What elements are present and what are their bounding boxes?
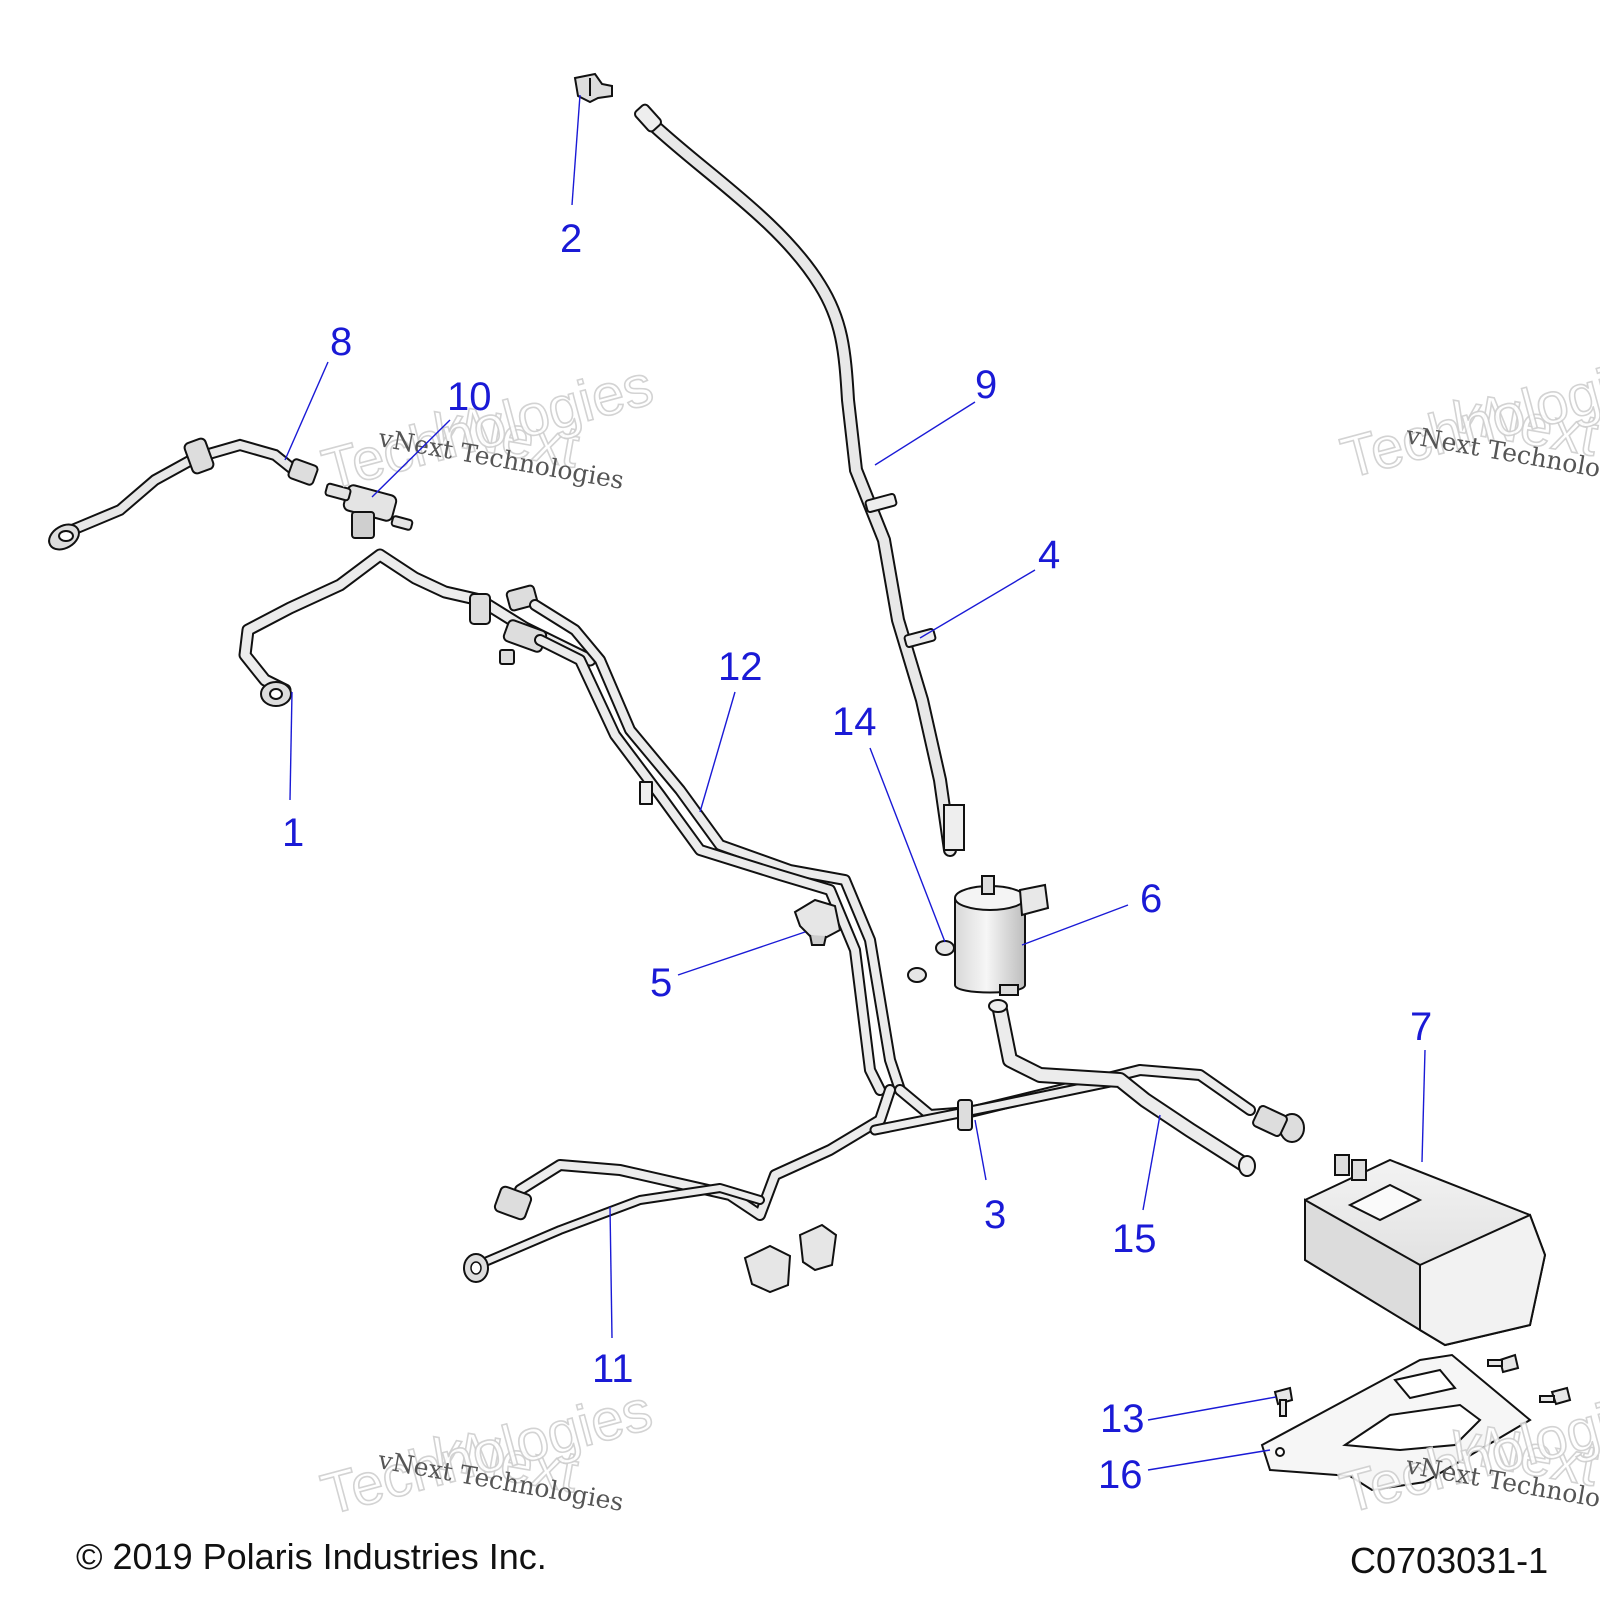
callout-9: 9: [975, 363, 997, 407]
callout-6: 6: [1140, 877, 1162, 921]
part-line-11: [463, 1183, 765, 1283]
callout-numbers: 1 2 3 4 5 6 7 8 9 10 11 12 13 14 15 16: [282, 217, 1432, 1497]
part-line-3: [493, 1064, 1305, 1221]
leader-3: [974, 1119, 987, 1181]
callout-1: 1: [282, 811, 304, 855]
callout-16: 16: [1098, 1453, 1143, 1497]
part-canister-6: [954, 875, 1050, 996]
leader-11: [609, 1206, 613, 1339]
callout-8: 8: [330, 320, 352, 364]
part-bolt-13: [1273, 1353, 1572, 1417]
leader-15: [1142, 1114, 1161, 1211]
part-vent-hose-9: [634, 103, 965, 857]
copyright-notice: © 2019 Polaris Industries Inc.: [76, 1536, 547, 1577]
part-canister-7: [1304, 1154, 1547, 1347]
leader-4: [919, 569, 1036, 639]
leader-lines: [284, 94, 1426, 1471]
callout-11: 11: [592, 1347, 634, 1391]
part-hose-8: [48, 437, 319, 551]
part-screw-14: [907, 940, 955, 983]
leader-10: [371, 419, 451, 498]
callout-15: 15: [1112, 1217, 1157, 1261]
diagram-code: C0703031-1: [1350, 1540, 1549, 1581]
part-vent-line-1: [238, 548, 597, 707]
part-clip-5: [743, 898, 842, 1294]
leader-12: [699, 691, 736, 813]
leader-2: [571, 94, 581, 206]
leader-16: [1147, 1449, 1271, 1471]
leader-7: [1421, 1049, 1426, 1163]
leader-1: [289, 691, 293, 801]
part-fitting-2: [573, 72, 613, 104]
callout-2: 2: [560, 217, 582, 261]
callout-4: 4: [1038, 533, 1060, 577]
callout-3: 3: [984, 1193, 1006, 1237]
leader-6: [1021, 904, 1129, 946]
part-line-12: [529, 599, 906, 1096]
part-bracket-16: [1260, 1353, 1532, 1492]
callout-7: 7: [1410, 1005, 1432, 1049]
callout-13: 13: [1100, 1397, 1145, 1441]
callout-10: 10: [447, 375, 492, 419]
leader-14: [869, 747, 946, 943]
leader-8: [284, 361, 329, 461]
callout-12: 12: [718, 645, 763, 689]
watermark-upper-right: vNext Technologies vNext Technologies: [1334, 340, 1600, 492]
part-valve-10: [324, 482, 414, 539]
callout-5: 5: [650, 961, 672, 1005]
leader-13: [1147, 1396, 1277, 1421]
part-hose-15: [988, 999, 1256, 1177]
leader-5: [677, 931, 806, 976]
callout-14: 14: [832, 700, 877, 744]
leader-9: [874, 401, 976, 466]
